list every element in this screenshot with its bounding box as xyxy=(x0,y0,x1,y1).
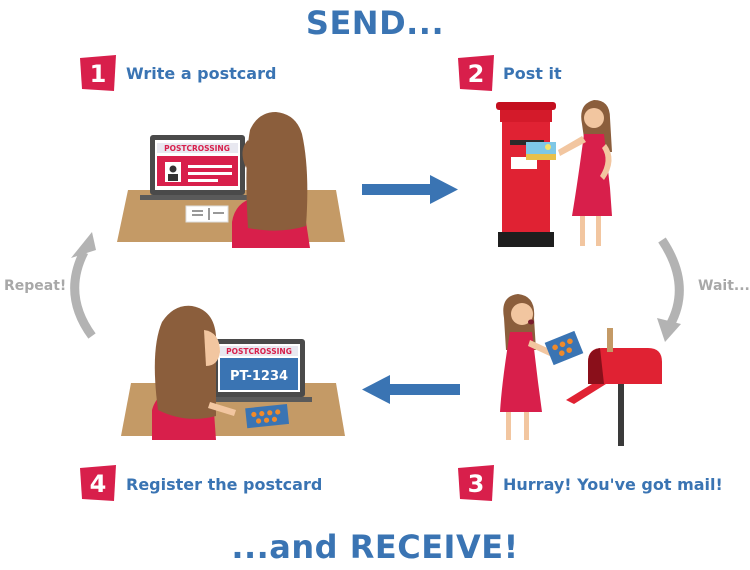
step-4-badge-icon: 4 xyxy=(80,465,116,501)
postcard-received xyxy=(544,330,584,366)
repeat-label: Repeat! xyxy=(4,278,67,294)
arrow-repeat xyxy=(70,232,96,339)
laptop-2-code-panel xyxy=(220,358,298,390)
postbox-base xyxy=(498,232,554,247)
person-2-dress xyxy=(572,134,612,216)
person-3-dress xyxy=(500,332,542,412)
postbox-cap xyxy=(496,102,556,110)
svg-text:2: 2 xyxy=(468,60,485,88)
person-2-face xyxy=(584,108,604,128)
step-2-badge-icon: 2 xyxy=(458,55,494,91)
person-3-face xyxy=(511,303,533,325)
avatar-icon xyxy=(169,165,177,173)
arrow-right xyxy=(362,175,458,204)
svg-text:3: 3 xyxy=(468,470,485,498)
laptop-1-header xyxy=(157,143,238,153)
step-3-label: Hurray! You've got mail! xyxy=(503,475,723,494)
scene-write-postcard: POSTCROSSING xyxy=(117,112,345,248)
mailbox-body xyxy=(588,348,662,384)
mailbox-door xyxy=(566,384,606,404)
laptop-1-base xyxy=(140,195,255,200)
page-title: SEND... xyxy=(305,4,445,42)
scene-register: POSTCROSSING PT-1234 xyxy=(121,305,345,440)
step-1-label: Write a postcard xyxy=(126,64,277,83)
scene-got-mail xyxy=(500,294,662,446)
svg-text:4: 4 xyxy=(90,470,107,498)
brand-text-2: POSTCROSSING xyxy=(226,347,292,356)
step-4-label: Register the postcard xyxy=(126,475,323,494)
arrow-left xyxy=(362,375,460,404)
arrow-wait xyxy=(657,237,684,342)
postbox-body xyxy=(502,122,550,232)
step-1-badge-icon: 1 xyxy=(80,55,116,91)
laptop-2-base xyxy=(206,397,312,402)
wait-label: Wait... xyxy=(698,278,750,294)
scene-post-it xyxy=(496,100,612,247)
step-2-label: Post it xyxy=(503,64,562,83)
person-4-face xyxy=(204,330,220,366)
footer-title: ...and RECEIVE! xyxy=(231,528,519,566)
postcard-on-desk xyxy=(185,205,229,223)
postcard-id-text: PT-1234 xyxy=(230,369,288,384)
brand-text-1: POSTCROSSING xyxy=(164,144,230,153)
person-4-hair xyxy=(154,305,216,419)
mailbox-flag xyxy=(607,328,613,352)
step-3-badge-icon: 3 xyxy=(458,465,494,501)
mailbox-post xyxy=(618,380,624,446)
person-1-hair xyxy=(246,112,308,231)
svg-text:1: 1 xyxy=(90,60,107,88)
